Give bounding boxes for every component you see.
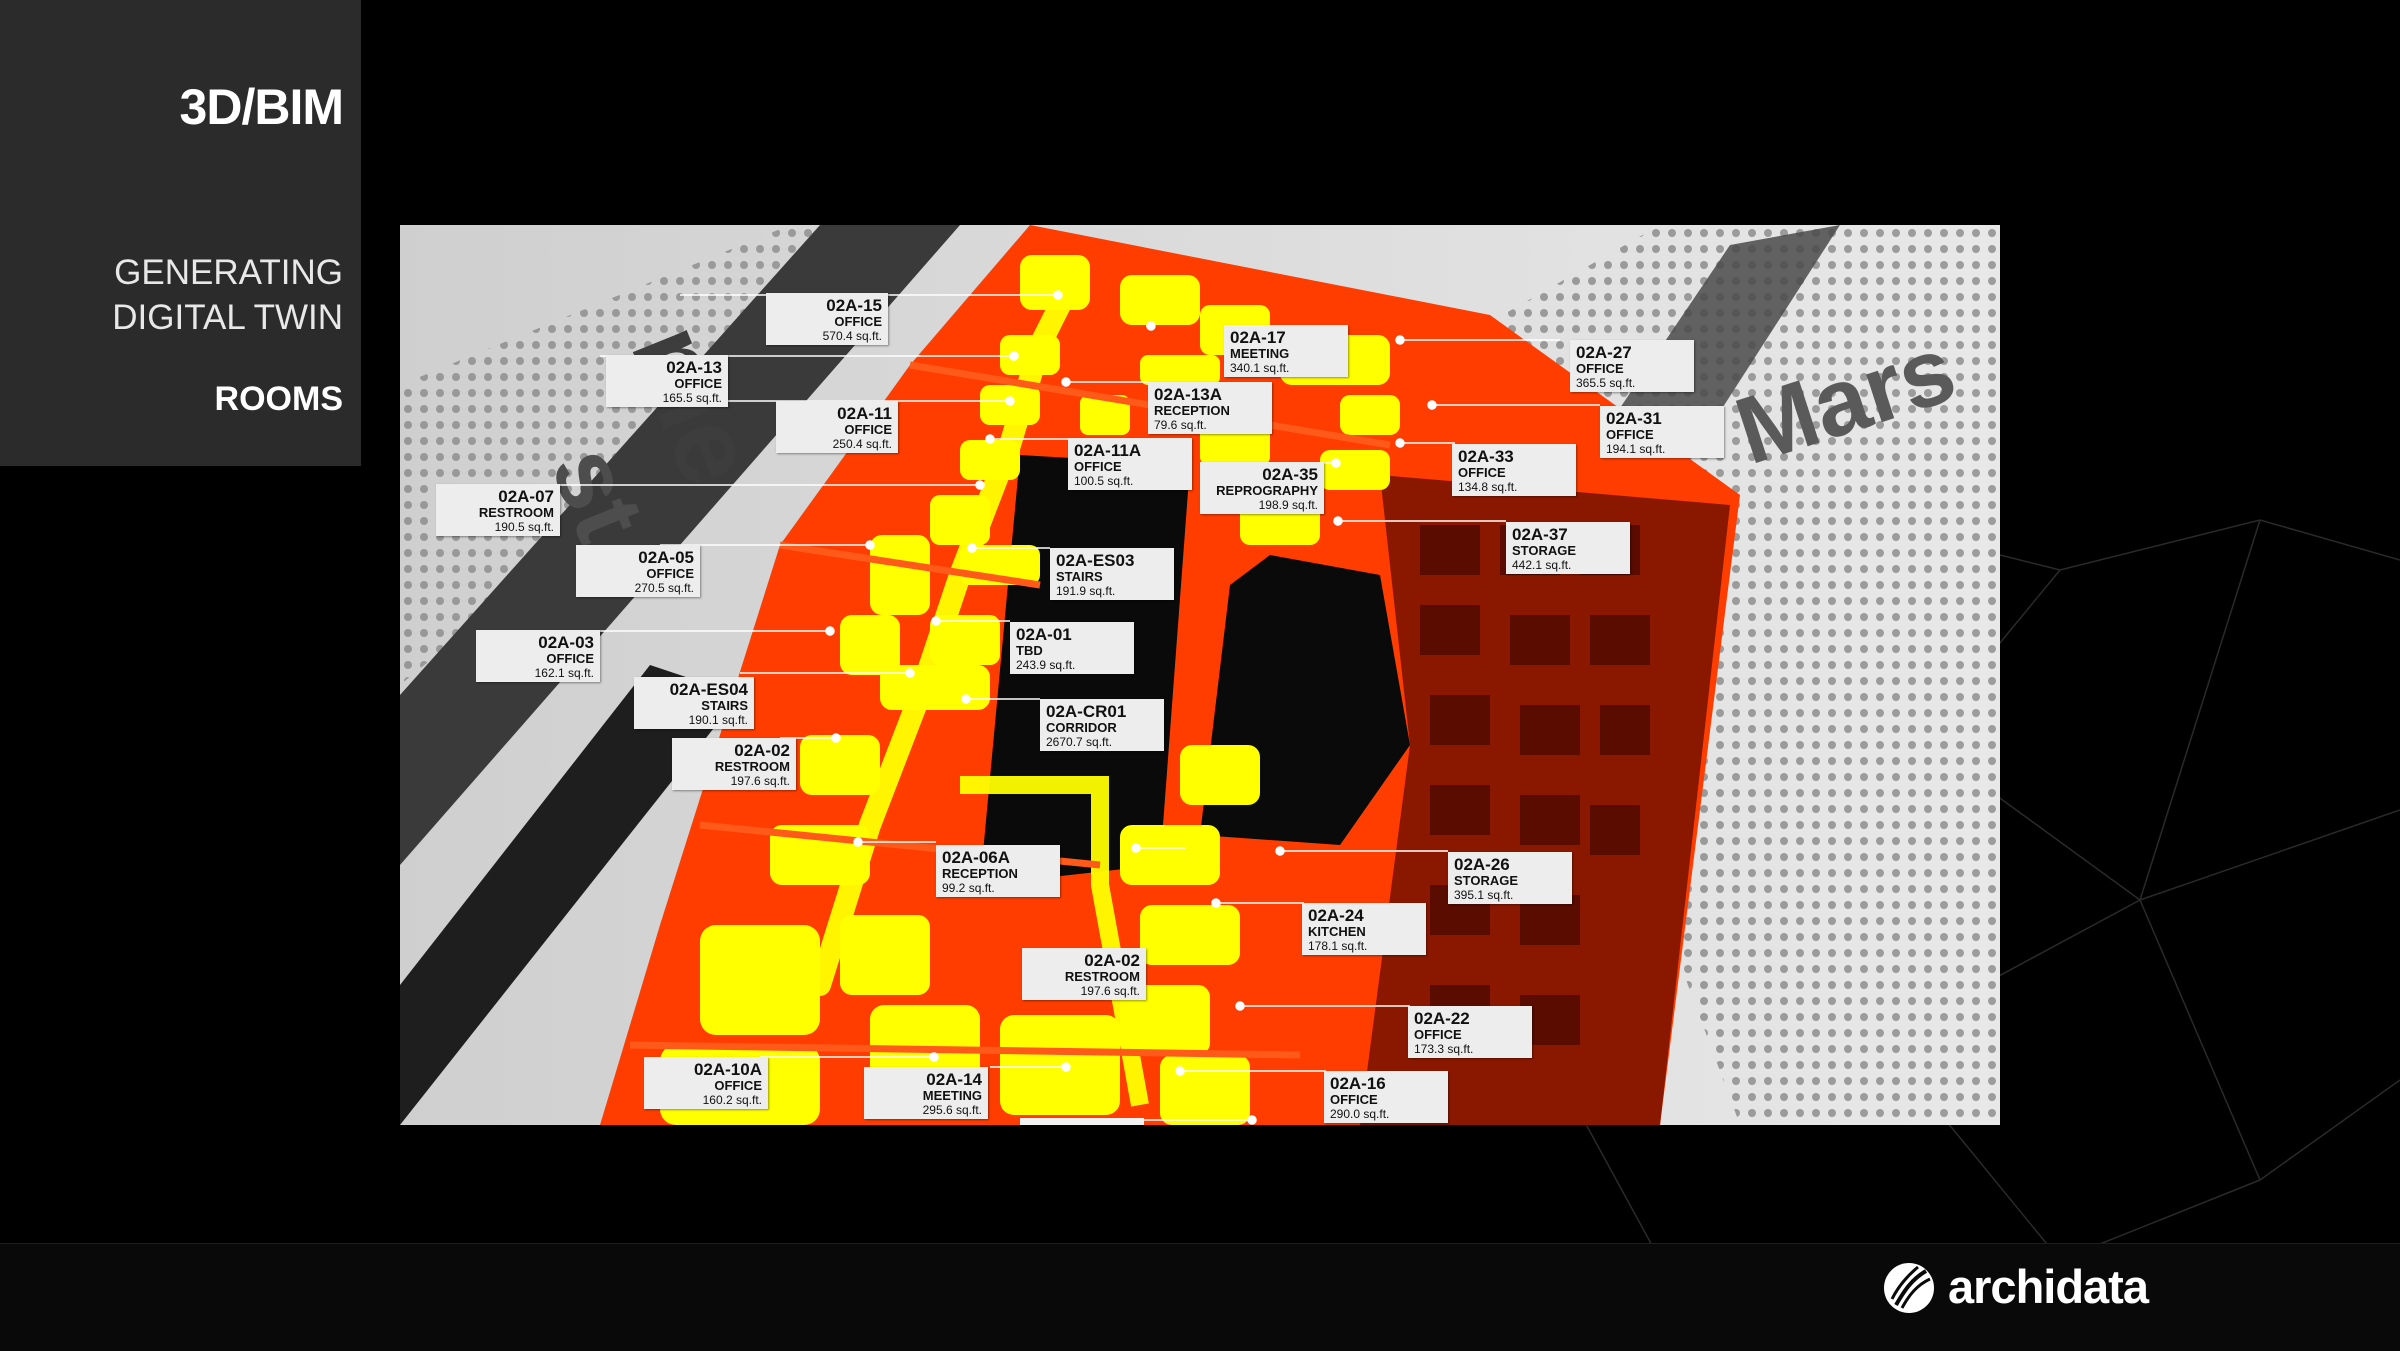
brand-name: archidata	[1948, 1260, 2149, 1313]
room-label[interactable]: 02A-ES04 STAIRS 190.1 sq.ft.	[634, 677, 754, 729]
room-label[interactable]: 02A-ES03 STAIRS 191.9 sq.ft.	[1050, 548, 1174, 600]
room-label[interactable]: 02A-07 RESTROOM 190.5 sq.ft.	[436, 484, 560, 536]
room-label[interactable]: 02A-02 RESTROOM 197.6 sq.ft.	[672, 738, 796, 790]
room-label[interactable]: 02A-31 OFFICE 194.1 sq.ft.	[1600, 406, 1724, 458]
bim-viewport[interactable]: me st Mars	[400, 225, 2000, 1125]
archidata-logo-icon	[1884, 1263, 1934, 1313]
room-label[interactable]: 02A-27 OFFICE 365.5 sq.ft.	[1570, 340, 1694, 392]
room-label[interactable]: 02A-05 OFFICE 270.5 sq.ft.	[576, 545, 700, 597]
section-title: ROOMS	[214, 380, 343, 418]
subtitle-line1: GENERATING	[114, 253, 343, 292]
room-label[interactable]: 02A-01 TBD 243.9 sq.ft.	[1010, 622, 1134, 674]
page-title: 3D/BIM	[179, 79, 344, 135]
room-label[interactable]: 02A-11 OFFICE 250.4 sq.ft.	[776, 401, 898, 453]
subtitle-line2: DIGITAL TWIN	[112, 298, 343, 337]
room-label[interactable]: 02A-03 OFFICE 162.1 sq.ft.	[476, 630, 600, 682]
room-label[interactable]: 02A-22 OFFICE 173.3 sq.ft.	[1408, 1006, 1532, 1058]
room-label[interactable]: 02A-CR01 CORRIDOR 2670.7 sq.ft.	[1040, 699, 1164, 751]
room-label[interactable]: 02A-02 RESTROOM 197.6 sq.ft.	[1022, 948, 1146, 1000]
room-label[interactable]: 02A-35 REPROGRAPHY 198.9 sq.ft.	[1200, 462, 1324, 514]
subtitle: GENERATING DIGITAL TWIN	[112, 250, 343, 340]
room-label[interactable]: 02A-24 KITCHEN 178.1 sq.ft.	[1302, 903, 1426, 955]
room-label[interactable]: 02A-37 STORAGE 442.1 sq.ft.	[1506, 522, 1630, 574]
room-label[interactable]: 02A-14 MEETING 295.6 sq.ft.	[864, 1067, 988, 1119]
room-label[interactable]: 02A-13A RECEPTION 79.6 sq.ft.	[1148, 382, 1272, 434]
brand-logo[interactable]: archidata	[1882, 1259, 2182, 1317]
room-label[interactable]: 02A-16 OFFICE 290.0 sq.ft.	[1324, 1071, 1448, 1123]
room-label[interactable]: 02A-06A RECEPTION 99.2 sq.ft.	[936, 845, 1060, 897]
room-label[interactable]: 02A-15 OFFICE 570.4 sq.ft.	[766, 293, 888, 345]
room-label[interactable]: 02A-26 STORAGE 395.1 sq.ft.	[1448, 852, 1572, 904]
room-label[interactable]: 02A-17 MEETING 340.1 sq.ft.	[1224, 325, 1348, 377]
footer-bar	[0, 1243, 2400, 1351]
room-label[interactable]: 02A-33 OFFICE 134.8 sq.ft.	[1452, 444, 1576, 496]
room-label[interactable]: 02A-10A OFFICE 160.2 sq.ft.	[644, 1057, 768, 1109]
sidebar-panel: 3D/BIM GENERATING DIGITAL TWIN ROOMS	[0, 0, 361, 466]
room-label[interactable]: 02A-13 OFFICE 165.5 sq.ft.	[606, 355, 728, 407]
room-label[interactable]: 02A-11A OFFICE 100.5 sq.ft.	[1068, 438, 1192, 490]
